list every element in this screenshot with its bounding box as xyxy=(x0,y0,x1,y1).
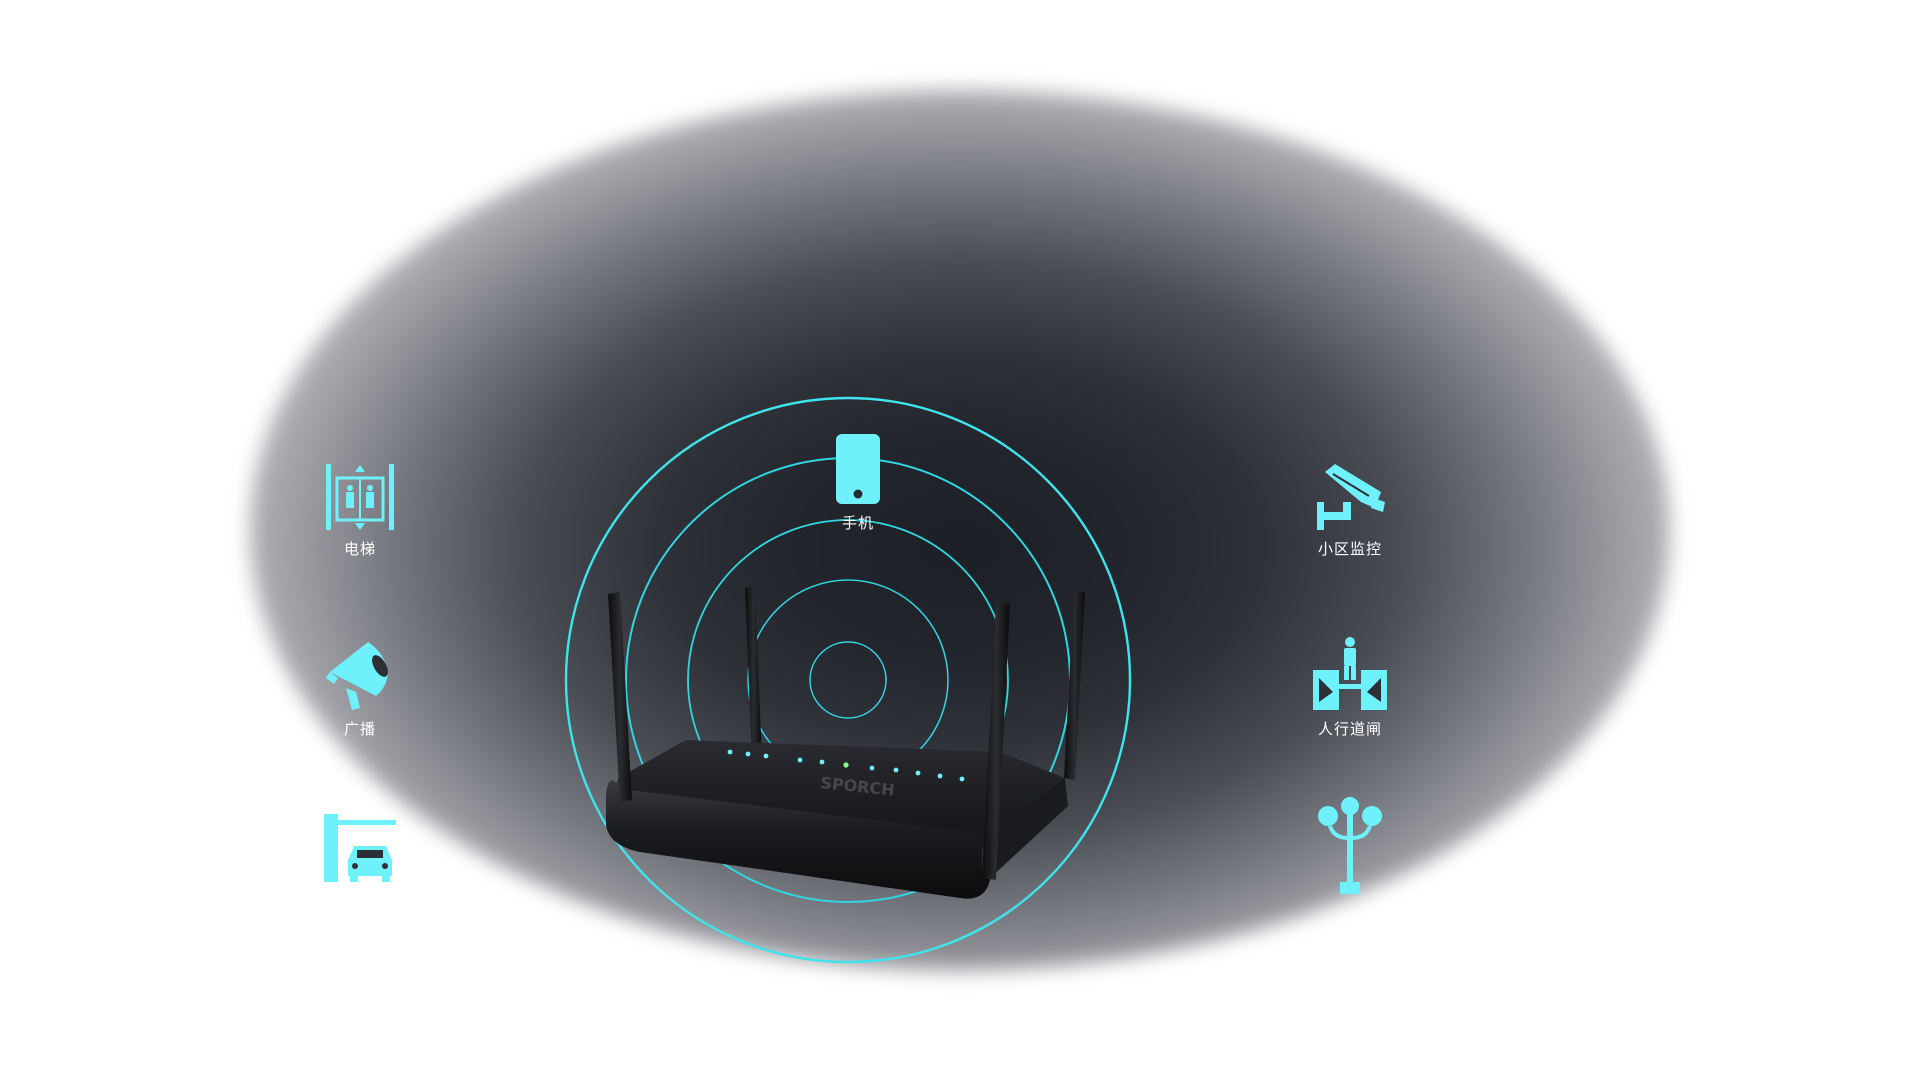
device-label-phone: 手机 xyxy=(841,514,874,532)
router-front xyxy=(606,780,992,899)
street-lamp-icon xyxy=(1318,797,1382,894)
phone-icon xyxy=(836,434,880,504)
device-street-lamp xyxy=(1270,796,1430,902)
device-surveillance: 小区监控 xyxy=(1270,462,1430,559)
device-pedestrian-gate: 人行道闸 xyxy=(1270,636,1430,739)
antenna-front-right xyxy=(982,602,1010,880)
turnstile-icon xyxy=(1313,637,1387,710)
antenna-back-left xyxy=(745,586,762,762)
device-broadcast: 广播 xyxy=(280,636,440,739)
megaphone-icon xyxy=(326,642,388,710)
device-elevator: 电梯 xyxy=(280,462,440,559)
antenna-front-left xyxy=(608,592,632,802)
parking-gate-icon xyxy=(324,814,396,882)
security-camera-icon xyxy=(1317,464,1385,530)
device-label-elevator: 电梯 xyxy=(343,540,376,558)
status-leds xyxy=(727,749,965,782)
device-label-surveillance: 小区监控 xyxy=(1317,540,1382,558)
signal-ring-5 xyxy=(564,396,1132,964)
device-label-pedestrian-gate: 人行道闸 xyxy=(1317,720,1382,738)
antenna-back-right xyxy=(1064,590,1085,780)
device-phone: 手机 xyxy=(778,432,938,533)
router-side xyxy=(980,778,1068,878)
device-parking xyxy=(280,812,440,890)
signal-ring-1 xyxy=(809,641,887,719)
elevator-icon xyxy=(326,464,394,530)
device-label-broadcast: 广播 xyxy=(343,720,376,738)
